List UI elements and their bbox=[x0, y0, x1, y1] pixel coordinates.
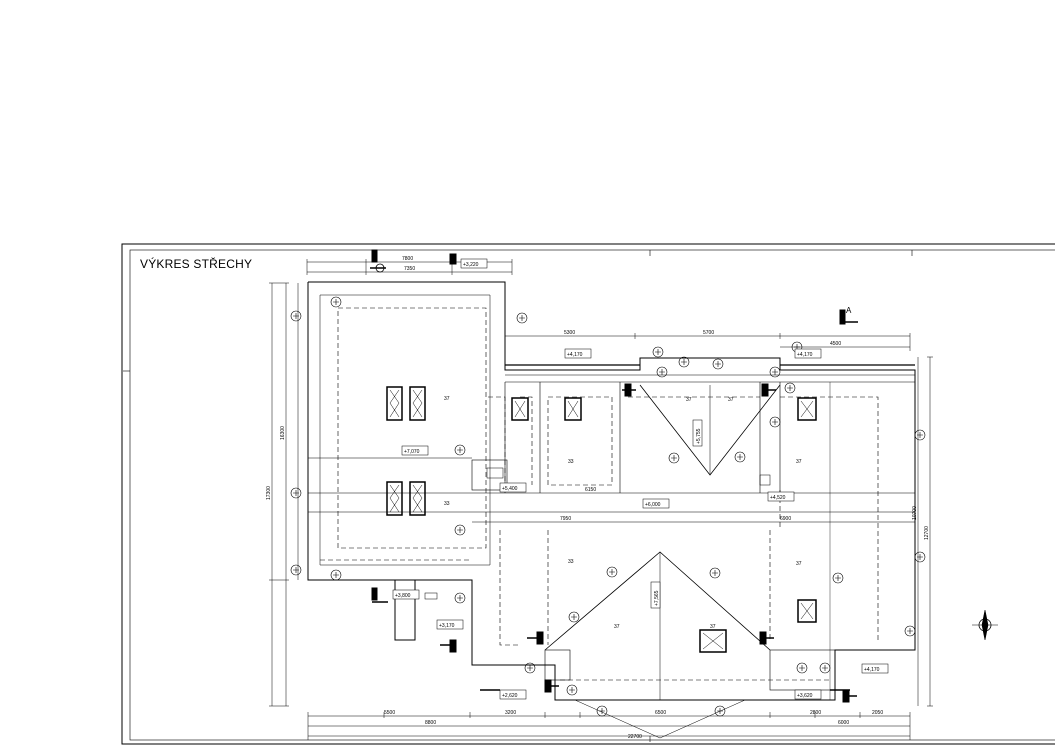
dimension-label: 6150 bbox=[585, 487, 596, 493]
roof-window bbox=[409, 481, 426, 516]
dimension-label: 12700 bbox=[924, 526, 930, 540]
level-boxes bbox=[392, 258, 889, 700]
level-label: +3,620 bbox=[797, 693, 813, 699]
slope-label: 37 bbox=[686, 397, 692, 403]
level-labels: +3,220 +4,170 +4,170 +7,070 +6,000 +3,80… bbox=[395, 262, 880, 699]
drawing-details bbox=[424, 364, 915, 691]
roof-window bbox=[386, 481, 403, 516]
dashed-wall-lines bbox=[320, 307, 879, 690]
slope-labels: 37 33 33 37 37 37 37 33 37 37 bbox=[444, 396, 802, 630]
dimension-label: 16300 bbox=[280, 426, 286, 440]
dimension-label: 8800 bbox=[425, 720, 436, 726]
level-label: +2,620 bbox=[502, 693, 518, 699]
level-label: +7,565 bbox=[654, 590, 660, 606]
dimension-label: 2800 bbox=[810, 710, 821, 716]
dimension-label: 3200 bbox=[505, 710, 516, 716]
slope-label: 33 bbox=[444, 501, 450, 507]
roof-window bbox=[564, 397, 582, 421]
level-label: +5,755 bbox=[696, 428, 702, 444]
dimension-label: 6900 bbox=[780, 516, 791, 522]
level-label: +4,170 bbox=[797, 352, 813, 358]
level-label: +4,170 bbox=[567, 352, 583, 358]
level-label: +3,170 bbox=[439, 623, 455, 629]
slope-label: 37 bbox=[444, 396, 450, 402]
slope-label: 37 bbox=[614, 624, 620, 630]
dimension-label: 7350 bbox=[404, 266, 415, 272]
dimension-label: 5500 bbox=[384, 710, 395, 716]
dimension-label: 2050 bbox=[872, 710, 883, 716]
dimension-labels: 7800 7350 5300 5700 4500 7950 6900 6150 … bbox=[266, 256, 930, 740]
dimension-label: 6000 bbox=[838, 720, 849, 726]
slope-label: 33 bbox=[568, 459, 574, 465]
dimension-label: 6500 bbox=[655, 710, 666, 716]
slope-label: 37 bbox=[796, 561, 802, 567]
axis-markers bbox=[290, 296, 926, 717]
roof-window bbox=[699, 629, 727, 653]
level-label: +3,220 bbox=[463, 262, 479, 268]
dimension-label: 17300 bbox=[266, 486, 272, 500]
section-markers bbox=[370, 249, 858, 703]
roof-window bbox=[511, 397, 529, 421]
level-label: +4,520 bbox=[770, 495, 786, 501]
dimension-label: 7800 bbox=[402, 256, 413, 262]
dimension-label: 4500 bbox=[830, 341, 841, 347]
roof-window bbox=[797, 397, 817, 421]
roof-window bbox=[409, 386, 426, 421]
slope-label: 33 bbox=[568, 559, 574, 565]
level-label: +5,400 bbox=[502, 486, 518, 492]
north-arrow-icon bbox=[972, 609, 998, 641]
dimension-lines bbox=[269, 259, 933, 740]
level-label: +4,170 bbox=[864, 667, 880, 673]
level-label: +6,000 bbox=[645, 502, 661, 508]
roof-windows bbox=[386, 386, 817, 653]
level-label: +3,800 bbox=[395, 593, 411, 599]
roof-outline bbox=[307, 281, 916, 739]
slope-label: 37 bbox=[796, 459, 802, 465]
dimension-label: 22700 bbox=[628, 734, 642, 740]
level-label: +7,070 bbox=[404, 449, 420, 455]
sheet-frame bbox=[121, 243, 1055, 745]
slope-label: 37 bbox=[728, 397, 734, 403]
dimension-label: 5700 bbox=[703, 330, 714, 336]
roof-window bbox=[797, 599, 817, 623]
slope-label: 37 bbox=[710, 624, 716, 630]
section-label: A bbox=[846, 306, 852, 315]
dimension-label: 7950 bbox=[560, 516, 571, 522]
dimension-label: 5300 bbox=[564, 330, 575, 336]
dimension-label: 10700 bbox=[912, 506, 918, 520]
roof-window bbox=[386, 386, 403, 421]
drawing-title: VÝKRES STŘECHY bbox=[140, 257, 253, 271]
